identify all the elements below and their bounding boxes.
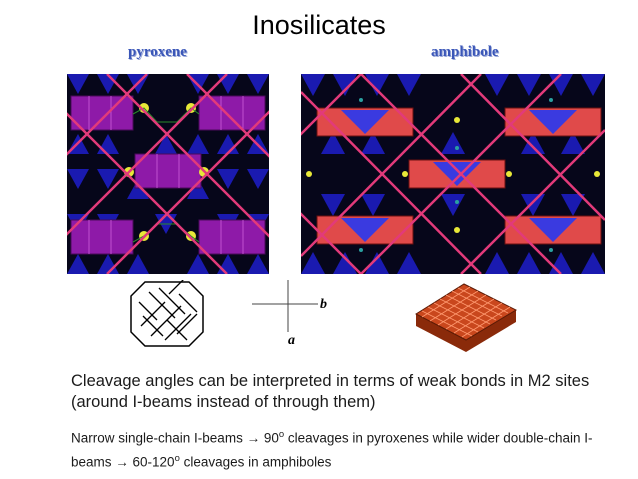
pyroxene-cleavage-crystal: [130, 280, 204, 347]
chain-text-a: Narrow single-chain I-beams → 90: [71, 430, 279, 446]
degree-sup-1: o: [278, 429, 285, 440]
amphibole-structure-diagram: [301, 74, 605, 274]
amphibole-structure: [301, 74, 605, 274]
degree-sup-2: o: [174, 452, 180, 464]
amphibole-cleavage-crystal: [414, 283, 518, 352]
chain-text-b: cleavages in pyroxenes while wider doubl…: [71, 430, 593, 470]
chain-comparison: Narrow single-chain I-beams → 90o cleava…: [71, 425, 611, 472]
chain-text-c: cleavages in amphiboles: [179, 454, 332, 469]
amphibole-label: amphibole: [431, 44, 499, 60]
axis-b-label: b: [320, 297, 327, 312]
pyroxene-structure: [67, 74, 269, 274]
slide-title: Inosilicates: [252, 10, 386, 40]
axis-a-label: a: [288, 333, 295, 348]
pyroxene-structure-diagram: [67, 74, 269, 274]
cleavage-explanation: Cleavage angles can be interpreted in te…: [71, 372, 590, 411]
pyroxene-label: pyroxene: [128, 44, 187, 60]
axes-cross: [252, 280, 318, 332]
